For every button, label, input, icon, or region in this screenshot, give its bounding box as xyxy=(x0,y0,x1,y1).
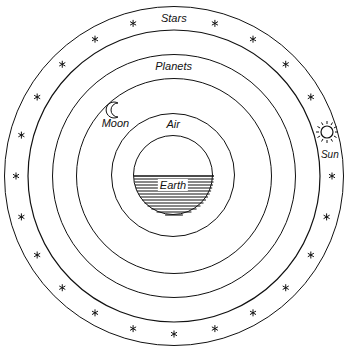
sphere-circle: Earth Air Moon Planets StarsSun xyxy=(4,6,344,346)
star-symbol xyxy=(130,20,136,27)
star-symbol xyxy=(18,213,24,220)
sphere-label: Earth xyxy=(158,179,188,191)
star-symbol xyxy=(283,284,289,291)
star-symbol xyxy=(13,173,19,180)
star-symbol xyxy=(329,173,335,180)
star-symbol xyxy=(18,132,24,139)
star-symbol xyxy=(250,36,256,43)
star-symbol xyxy=(130,325,136,332)
star-symbols xyxy=(13,20,335,338)
sphere-circle: Earth Air Moon xyxy=(76,78,272,274)
star-symbol xyxy=(34,94,40,101)
hatch-line xyxy=(144,202,203,203)
star-symbol xyxy=(250,309,256,316)
sphere-circle: Earth Air Moon Planets xyxy=(52,54,296,298)
star-symbol xyxy=(92,309,98,316)
hatch-line xyxy=(140,196,208,197)
hatch-line xyxy=(151,208,196,209)
star-symbol xyxy=(283,61,289,68)
sphere-circle: Earth Air xyxy=(111,113,235,237)
star-symbol xyxy=(59,61,65,68)
earth-hatching xyxy=(134,176,214,215)
star-symbol xyxy=(92,36,98,43)
sphere-label: Stars xyxy=(161,12,187,24)
star-symbol xyxy=(212,20,218,27)
hatch-line xyxy=(142,199,206,200)
sphere-label: Planets xyxy=(155,60,192,72)
star-symbol xyxy=(59,284,65,291)
star-symbol xyxy=(324,213,330,220)
hatch-line xyxy=(134,175,214,176)
moon-crescent xyxy=(106,102,118,118)
body-label: Sun xyxy=(321,148,339,159)
sphere-circle: Earth xyxy=(133,135,213,215)
star-symbol xyxy=(34,252,40,259)
hatch-line xyxy=(157,211,192,212)
star-symbol xyxy=(212,325,218,332)
star-symbol xyxy=(308,94,314,101)
star-symbol xyxy=(171,331,177,338)
sun-symbol xyxy=(316,121,338,143)
star-symbol xyxy=(308,252,314,259)
sphere-circle xyxy=(28,30,320,322)
hatch-line xyxy=(148,205,201,206)
sphere-label: Moon xyxy=(102,117,130,129)
sphere-label: Air xyxy=(166,118,179,130)
hatch-line xyxy=(138,193,209,194)
